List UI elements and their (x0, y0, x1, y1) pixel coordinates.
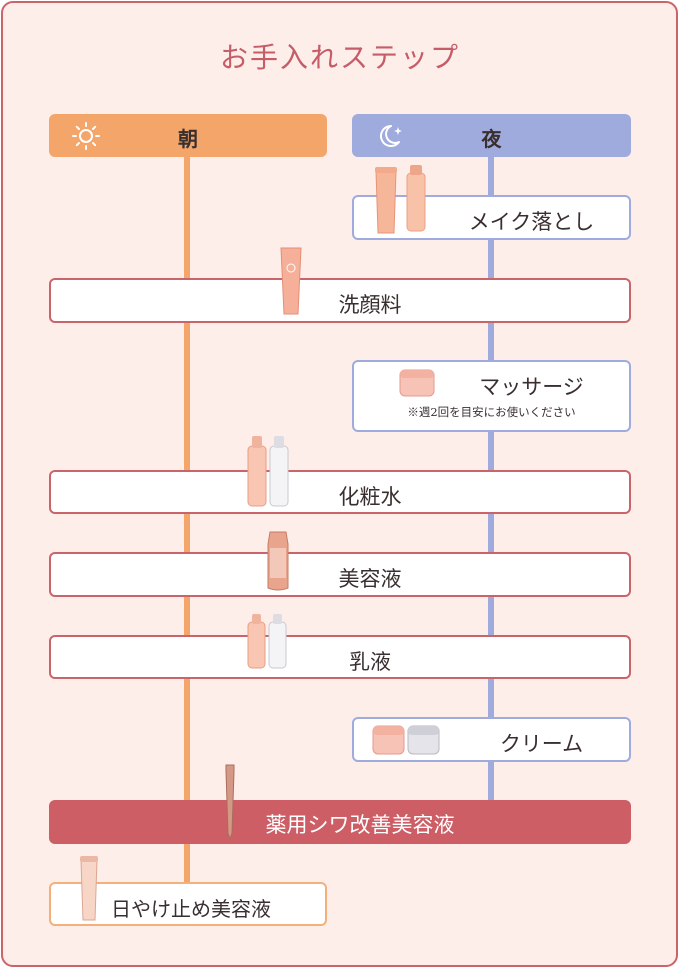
morning-label: 朝 (178, 127, 198, 151)
step-serum: 美容液 (49, 552, 631, 597)
page-title: お手入れステップ (219, 41, 460, 74)
step-label: 化粧水 (338, 485, 402, 509)
morning-timeline-line (184, 157, 190, 887)
step-label: メイク落とし (468, 210, 595, 234)
cream-product-image (372, 725, 440, 755)
step-lotion: 化粧水 (49, 470, 631, 514)
step-cleanser: 洗顔料 (49, 278, 631, 323)
serum-product-image (267, 531, 289, 591)
cleanser-product-image (280, 247, 302, 315)
wrinkle-serum-product-image (225, 764, 235, 839)
makeup-remover-product-image (375, 165, 426, 234)
night-header: 夜 (352, 114, 631, 157)
sun-icon (72, 122, 100, 150)
massage-note: ※週2回を目安にお使いください (407, 405, 576, 419)
step-label: 洗顔料 (338, 293, 402, 317)
emulsion-product-image (247, 614, 287, 669)
step-label: クリーム (499, 732, 584, 756)
step-label: 日やけ止め美容液 (111, 897, 271, 921)
step-label: 乳液 (349, 650, 391, 674)
step-makeup-remover: メイク落とし (352, 195, 631, 240)
step-label: 薬用シワ改善美容液 (265, 813, 455, 837)
sunscreen-product-image (80, 856, 98, 921)
massage-product-image (399, 369, 435, 397)
step-emulsion: 乳液 (49, 635, 631, 679)
step-wrinkle-serum: 薬用シワ改善美容液 (49, 800, 631, 844)
lotion-product-image (247, 436, 289, 507)
step-label: マッサージ (479, 375, 584, 399)
moon-star-icon (380, 125, 402, 147)
step-massage: マッサージ ※週2回を目安にお使いください (352, 360, 631, 432)
night-label: 夜 (481, 127, 502, 151)
step-label: 美容液 (338, 567, 402, 591)
morning-header: 朝 (49, 114, 327, 157)
